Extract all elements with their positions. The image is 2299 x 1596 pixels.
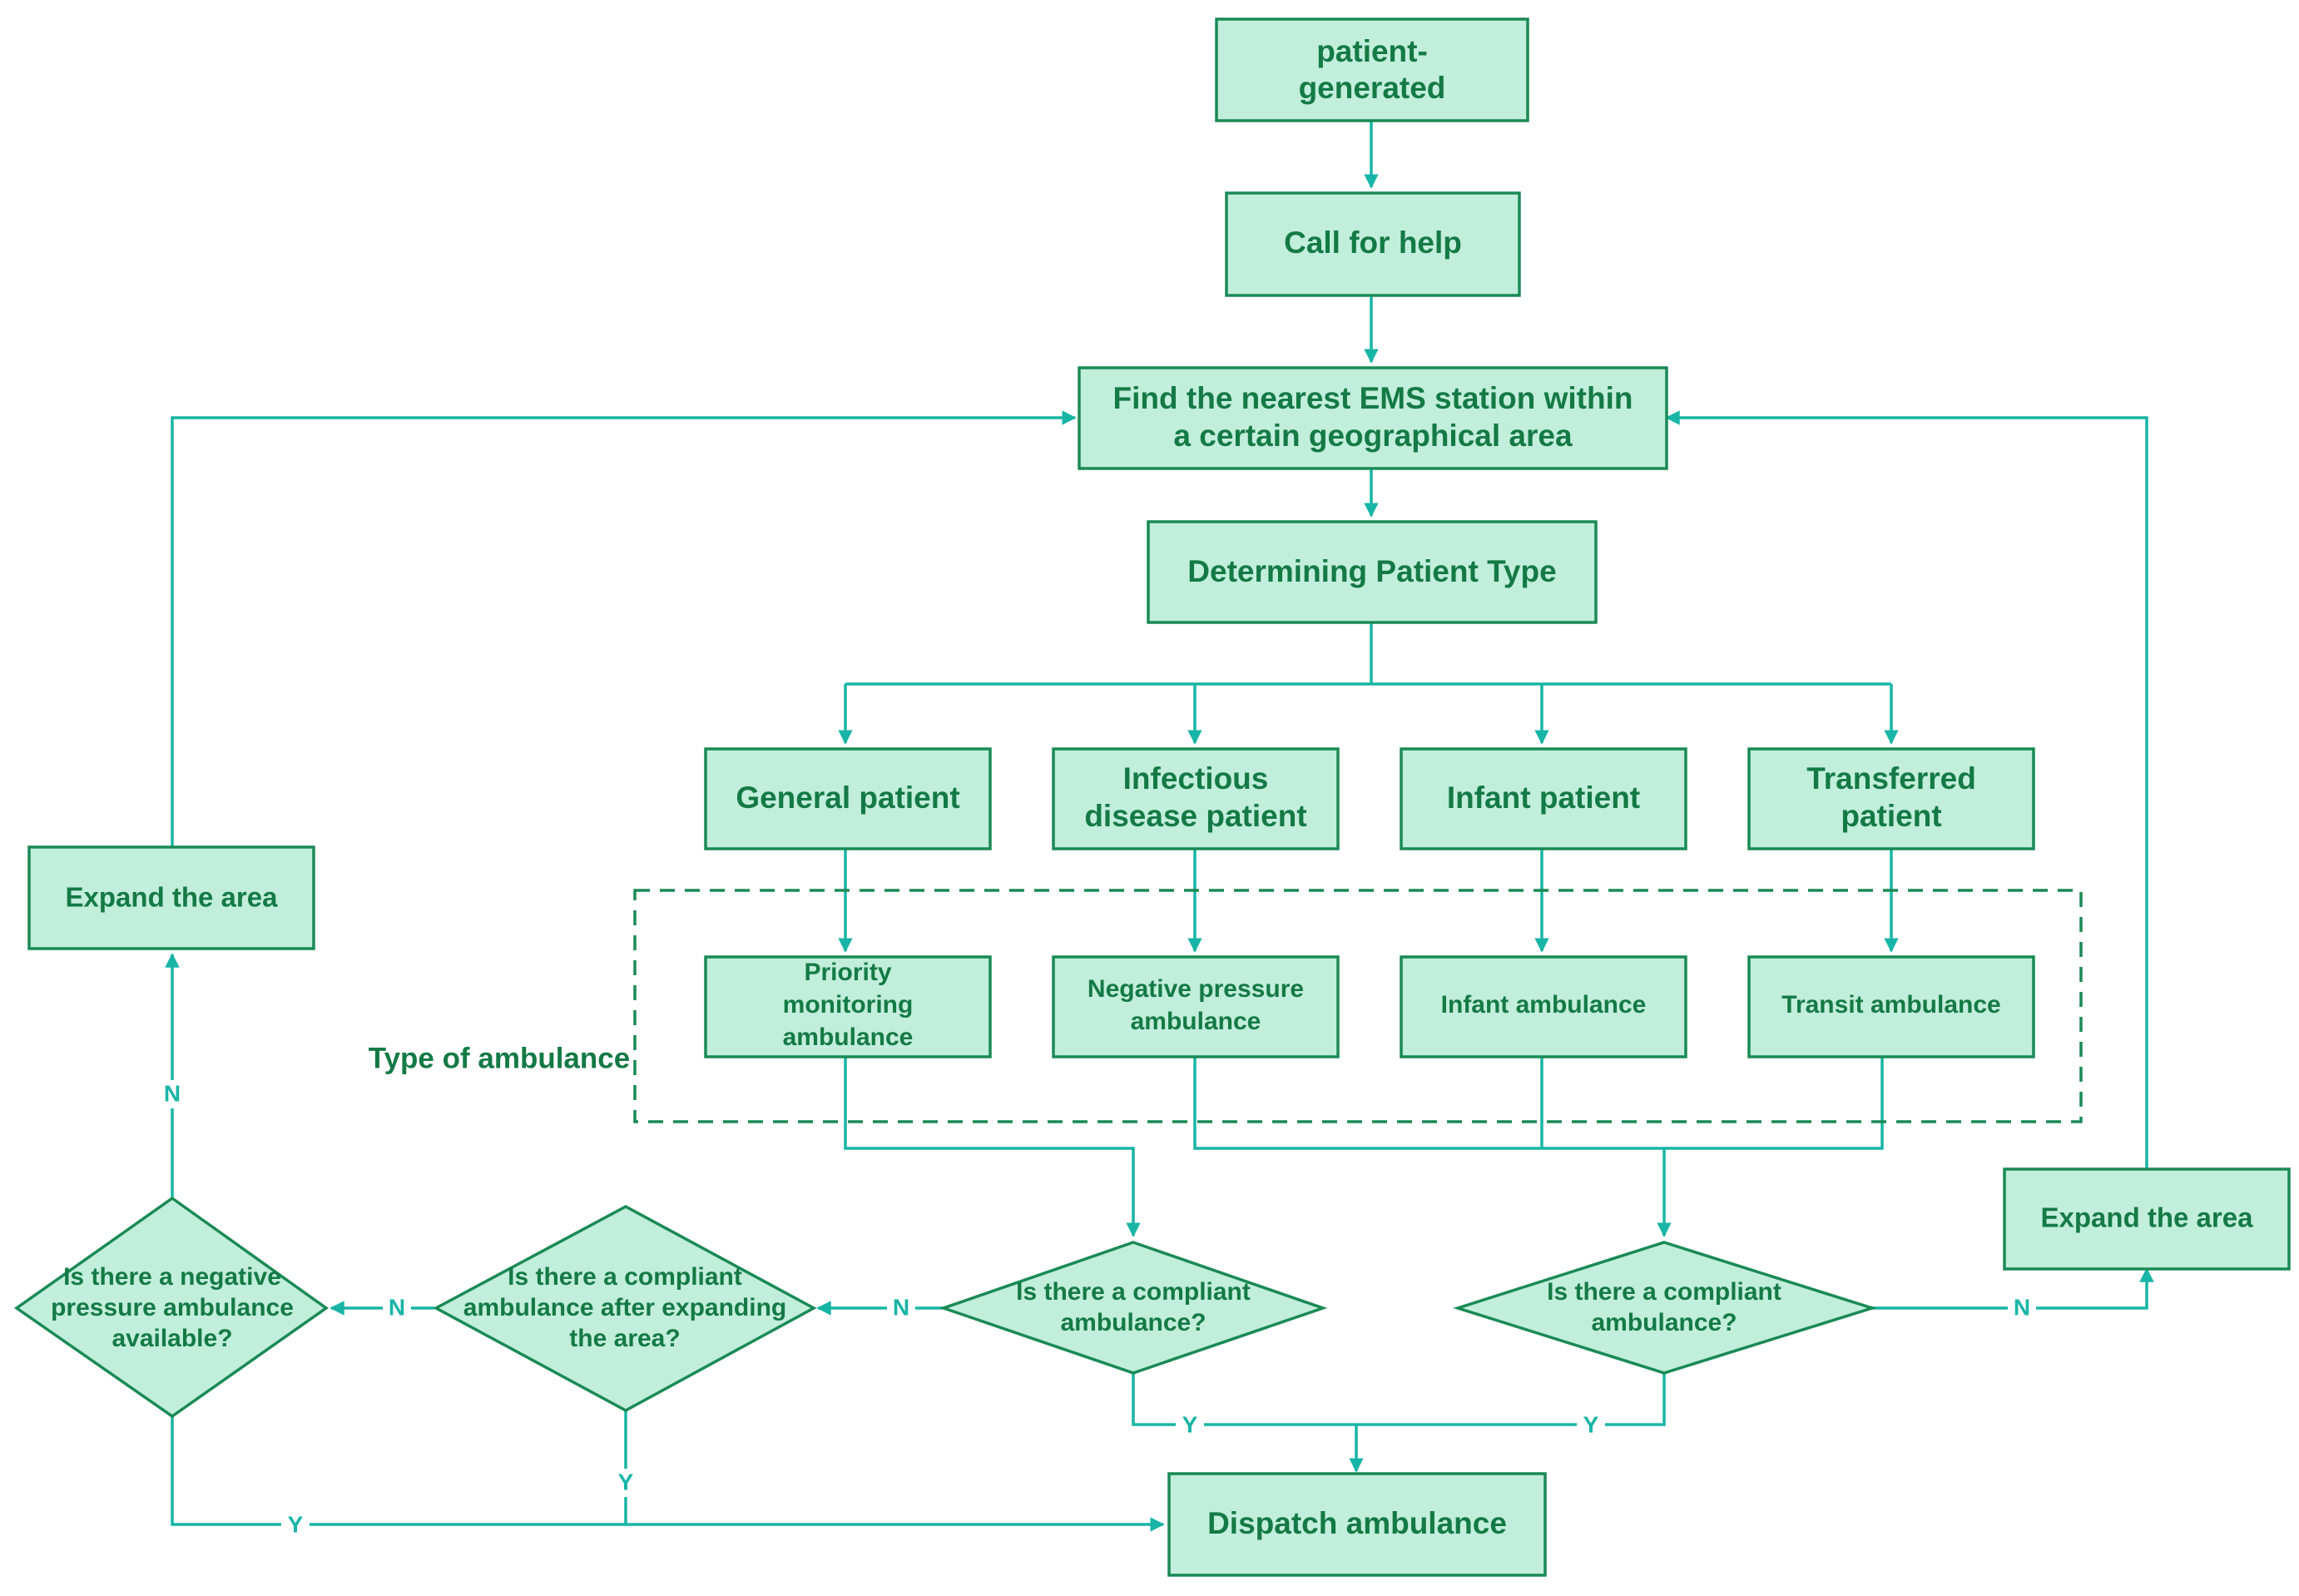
label-yes-q-right: Y	[1583, 1411, 1599, 1437]
q-compliant-left-line-1: Is there a compliant	[1016, 1278, 1251, 1306]
transit-ambulance-node: Transit ambulance	[1747, 955, 2035, 1058]
general-patient-text: General patient	[736, 781, 959, 815]
ambulance-type-label: Type of ambulance	[369, 1042, 630, 1074]
decision-negative-pressure: Is there a negative pressure ambulance a…	[13, 1196, 329, 1419]
expand-area-left-node: Expand the area	[27, 845, 315, 950]
find-nearest-line-2: a certain geographical area	[1173, 419, 1573, 453]
expand-area-right-node: Expand the area	[2003, 1167, 2291, 1271]
patient-generated-line-2: generated	[1299, 71, 1446, 105]
expand-right-text: Expand the area	[2041, 1202, 2254, 1233]
label-no-q-expanding: N	[389, 1294, 405, 1320]
edge-q-right-no	[1870, 1267, 2154, 1310]
call-for-help-node: Call for help	[1225, 191, 1521, 297]
dispatch-text: Dispatch ambulance	[1207, 1506, 1507, 1540]
infant-patient-node: Infant patient	[1400, 747, 1687, 850]
label-yes-q-expanding: Y	[618, 1469, 634, 1494]
edge-q-left-yes	[1132, 1373, 1666, 1426]
label-no-q-right: N	[2014, 1294, 2030, 1320]
find-nearest-line-1: Find the nearest EMS station within	[1113, 381, 1633, 415]
patient-generated-node: patient- generated	[1215, 17, 1529, 122]
q-negative-line-3: available?	[111, 1325, 232, 1352]
priority-ambulance-node: Priority monitoring ambulance	[704, 955, 992, 1058]
ambulance-type-group	[633, 889, 2083, 1123]
general-patient-node: General patient	[704, 747, 992, 850]
infectious-line-1: Infectious	[1123, 761, 1269, 796]
q-compliant-right-line-1: Is there a compliant	[1547, 1278, 1781, 1306]
q-compliant-right-line-2: ambulance?	[1591, 1309, 1737, 1336]
priority-line-1: Priority	[804, 959, 891, 986]
decision-after-expanding: Is there a compliant ambulance after exp…	[433, 1205, 817, 1412]
infectious-patient-node: Infectious disease patient	[1052, 747, 1340, 850]
decision-compliant-right: Is there a compliant ambulance?	[1453, 1241, 1877, 1375]
label-no-q-left: N	[893, 1294, 909, 1320]
expand-left-text: Expand the area	[66, 882, 279, 913]
negative-ambulance-node: Negative pressure ambulance	[1052, 955, 1340, 1058]
q-compliant-left-line-2: ambulance?	[1060, 1309, 1206, 1336]
q-expanding-line-3: the area?	[569, 1325, 680, 1352]
q-negative-line-1: Is there a negative	[63, 1263, 281, 1291]
label-no-q-negative: N	[164, 1080, 181, 1106]
edge-negative-merge	[1193, 1057, 1884, 1150]
negative-ambulance-line-1: Negative pressure	[1088, 975, 1304, 1003]
transferred-patient-node: Transferred patient	[1747, 747, 2035, 850]
transit-ambulance-text: Transit ambulance	[1781, 991, 2000, 1019]
patient-generated-line-1: patient-	[1316, 34, 1428, 68]
priority-line-3: ambulance	[783, 1024, 914, 1051]
edge-priority-to-q-left	[844, 1057, 1141, 1237]
q-expanding-line-2: ambulance after expanding	[463, 1294, 786, 1321]
dispatch-ambulance-node: Dispatch ambulance	[1167, 1472, 1547, 1577]
decision-compliant-left: Is there a compliant ambulance?	[939, 1241, 1328, 1375]
svg-text:generated: generated	[1299, 71, 1446, 105]
svg-text:patient-: patient-	[1316, 34, 1428, 68]
edge-expand-left-to-find	[171, 410, 1077, 847]
q-negative-line-2: pressure ambulance	[51, 1294, 294, 1321]
edge-expand-right-to-find	[1665, 410, 2148, 1169]
priority-line-2: monitoring	[783, 991, 914, 1019]
infant-patient-text: Infant patient	[1447, 781, 1640, 815]
call-for-help-text: Call for help	[1284, 226, 1462, 260]
infectious-line-2: disease patient	[1084, 799, 1306, 833]
edge-labels: N N N N Y Y Y Y	[158, 1080, 2036, 1539]
edge-q-negative-yes	[171, 1416, 1165, 1532]
label-yes-q-negative: Y	[288, 1511, 304, 1537]
determining-type-node: Determining Patient Type	[1147, 520, 1598, 624]
q-expanding-line-1: Is there a compliant	[508, 1263, 742, 1291]
negative-ambulance-line-2: ambulance	[1131, 1008, 1261, 1035]
find-nearest-station-node: Find the nearest EMS station within a ce…	[1078, 366, 1668, 470]
connectors	[165, 121, 2154, 1532]
infant-ambulance-node: Infant ambulance	[1400, 955, 1687, 1058]
transferred-line-1: Transferred	[1806, 761, 1976, 796]
label-yes-q-left: Y	[1182, 1411, 1198, 1437]
determining-type-text: Determining Patient Type	[1187, 554, 1556, 588]
transferred-line-2: patient	[1841, 799, 1941, 833]
infant-ambulance-text: Infant ambulance	[1441, 991, 1647, 1019]
